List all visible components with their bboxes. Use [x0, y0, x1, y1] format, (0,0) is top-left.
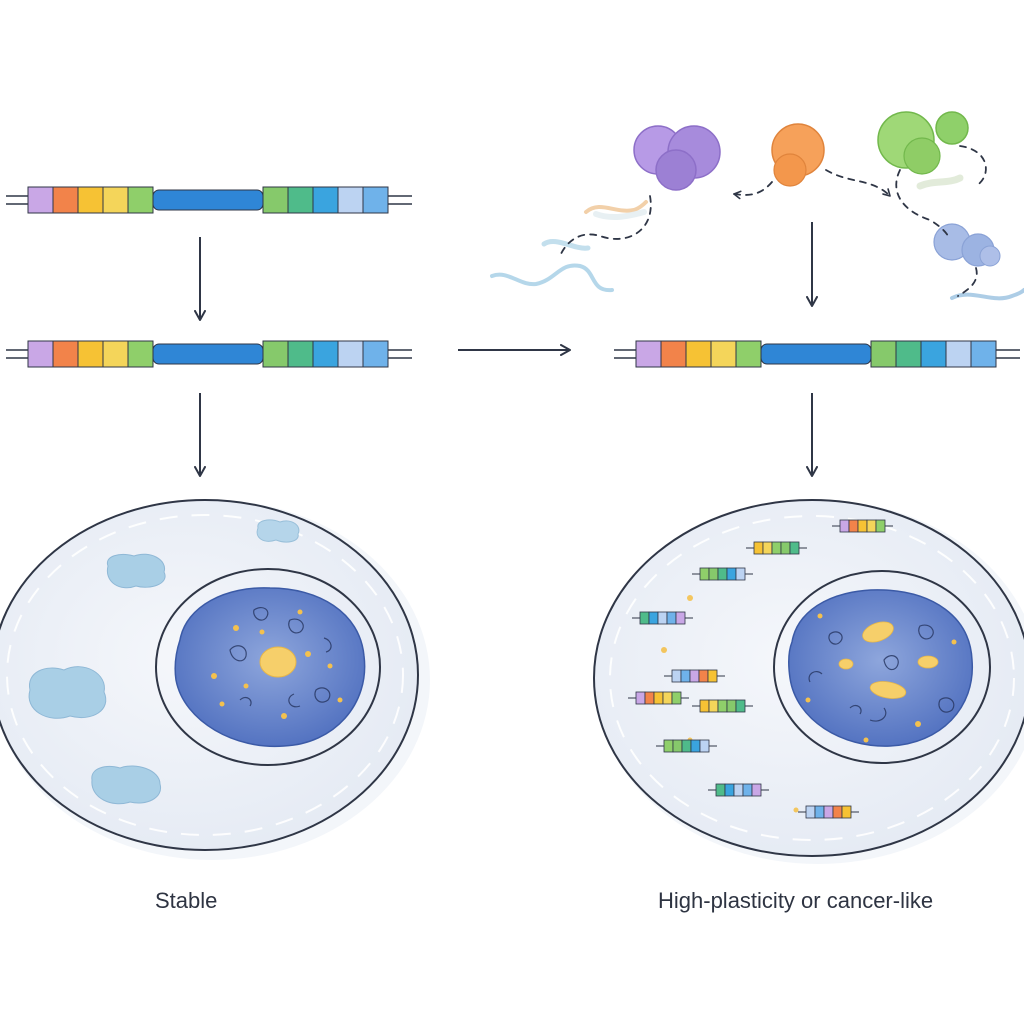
rna-strand: [584, 200, 648, 214]
dna-segment: [27, 340, 54, 368]
dna-segment: [312, 340, 339, 368]
dna-fragment: [656, 739, 717, 753]
vacuole: [106, 553, 166, 589]
rna-strand: [916, 174, 964, 190]
dna-segment: [710, 340, 737, 368]
dna-strand-right: [614, 340, 1020, 368]
nucleus-right: [787, 589, 973, 747]
dna-segment: [870, 340, 897, 368]
epigenetic-factors: [490, 111, 1024, 301]
factor-orange: [771, 123, 825, 187]
stable-cell: [0, 499, 430, 860]
dna-backbone: [760, 343, 872, 365]
dna-segment: [312, 186, 339, 214]
dna-segment: [102, 340, 129, 368]
dna-segment: [77, 186, 104, 214]
dna-segment: [970, 340, 997, 368]
rna-strand: [950, 288, 1024, 301]
dna-strand-left-top: [6, 186, 412, 214]
dna-fragment: [832, 519, 893, 533]
dna-segment: [102, 186, 129, 214]
dna-segment: [635, 340, 662, 368]
vacuole: [28, 666, 107, 719]
caption-high-plasticity: High-plasticity or cancer-like: [658, 888, 934, 913]
dna-fragment: [632, 611, 693, 625]
dna-segment: [362, 186, 389, 214]
dna-backbone: [152, 343, 264, 365]
dna-fragment: [692, 567, 753, 581]
dna-backbone: [152, 189, 264, 211]
rna-strand: [490, 263, 614, 293]
rna-strand: [593, 209, 647, 221]
dna-segment: [287, 186, 314, 214]
caption-stable: Stable: [155, 888, 218, 913]
dna-fragment: [692, 699, 753, 713]
dna-segment: [337, 186, 364, 214]
nucleolus: [259, 646, 297, 678]
factor-blue: [933, 223, 1001, 267]
dna-segment: [660, 340, 687, 368]
dna-fragment: [798, 805, 859, 819]
dna-segment: [77, 340, 104, 368]
dna-fragment: [628, 691, 689, 705]
high-plasticity-cell: [593, 499, 1024, 864]
dna-segment: [920, 340, 947, 368]
dna-segment: [337, 340, 364, 368]
dna-segment: [52, 186, 79, 214]
dna-segment: [52, 340, 79, 368]
dna-fragment: [664, 669, 725, 683]
dna-fragments: [628, 519, 893, 819]
dna-segment: [262, 186, 289, 214]
dna-segment: [735, 340, 762, 368]
dna-fragment: [708, 783, 769, 797]
dna-segment: [895, 340, 922, 368]
dna-fragment: [746, 541, 807, 555]
factor-green: [877, 111, 969, 175]
rna-strand: [541, 239, 591, 251]
dna-segment: [262, 340, 289, 368]
dna-strand-left-middle: [6, 340, 412, 368]
dna-segment: [945, 340, 972, 368]
dna-segment: [127, 340, 154, 368]
dna-segment: [685, 340, 712, 368]
factor-purple: [633, 125, 721, 191]
dna-segment: [287, 340, 314, 368]
vacuole: [256, 519, 300, 543]
dna-segment: [127, 186, 154, 214]
vacuole: [91, 765, 162, 805]
dna-segment: [362, 340, 389, 368]
dna-segment: [27, 186, 54, 214]
